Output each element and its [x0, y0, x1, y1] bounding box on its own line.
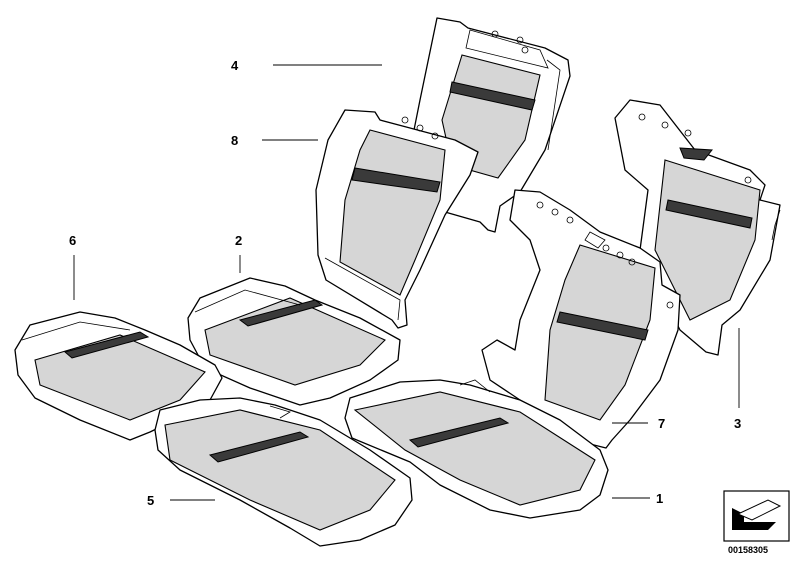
part-7-backrest[interactable]: [481, 189, 681, 449]
part-8-backrest[interactable]: [315, 109, 479, 329]
callout-7: 7: [658, 416, 665, 431]
part-2-cushion[interactable]: [187, 277, 401, 406]
diagram-id: 00158305: [728, 545, 768, 555]
callout-6: 6: [69, 233, 76, 248]
arrow-pointer-icon: [723, 490, 790, 542]
part-6-cushion[interactable]: [14, 311, 223, 441]
callout-4: 4: [231, 58, 239, 73]
part-3-backrest[interactable]: [614, 99, 781, 356]
part-1-cushion[interactable]: [344, 379, 609, 519]
part-5-cushion[interactable]: [154, 397, 413, 547]
callout-8: 8: [231, 133, 238, 148]
callout-5: 5: [147, 493, 154, 508]
callout-1: 1: [656, 491, 663, 506]
leader-lines: [73, 64, 740, 501]
callout-3: 3: [734, 416, 741, 431]
callout-2: 2: [235, 233, 242, 248]
